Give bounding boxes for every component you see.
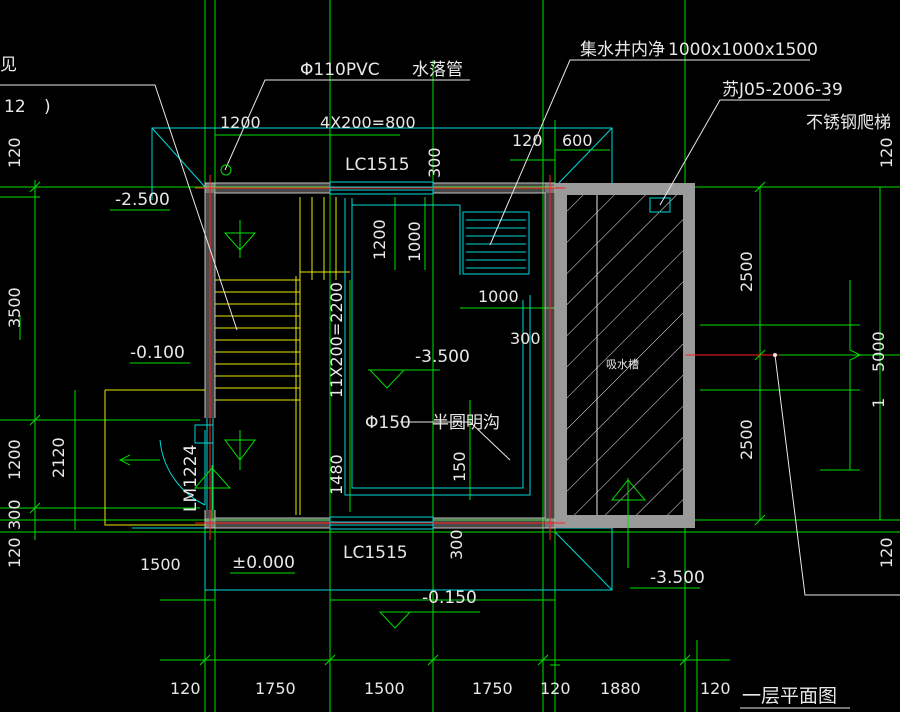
dim-150: 150 (450, 451, 469, 482)
window-top-label: LC1515 (345, 155, 410, 175)
bottom-dim-6: 1880 (600, 679, 641, 698)
trench-name: 半圆明沟 (432, 413, 500, 433)
pipe-name: 水落管 (412, 60, 463, 80)
stair (104, 197, 350, 526)
dim-600-top: 600 (562, 131, 593, 150)
pool-label: 吸水槽 (606, 358, 639, 371)
stair-arrows (193, 220, 862, 629)
bottom-dim-2: 1750 (255, 679, 296, 698)
leader-lines (0, 59, 900, 596)
right-dim-120-top: 120 (877, 137, 896, 168)
elev-6: -3.500 (650, 568, 705, 588)
left-dim-1200: 1200 (5, 439, 24, 480)
well-size: 1000x1000x1500 (668, 40, 818, 60)
bottom-dim-1: 120 (170, 679, 201, 698)
dim-300-top: 300 (425, 147, 444, 178)
dim-1480: 1480 (327, 454, 346, 495)
elev-2: -0.100 (130, 343, 185, 363)
drawing-title: 一层平面图 (742, 685, 837, 707)
dim-300-in: 300 (510, 329, 541, 348)
dim-1000-in: 1000 (405, 221, 424, 262)
right-dim-2500-b: 2500 (737, 419, 756, 460)
dim-300-bot: 300 (447, 529, 466, 560)
trench-and-well (344, 197, 671, 496)
dim-120-top: 120 (512, 131, 543, 150)
left-dim-3500: 3500 (5, 287, 24, 328)
elev-3: -3.500 (415, 347, 470, 367)
left-note-3: ) (44, 97, 51, 117)
trench-size: Φ150 (365, 413, 411, 433)
walls (204, 181, 695, 530)
elev-1: -2.500 (115, 190, 170, 210)
window-bottom-label: LC1515 (343, 543, 408, 563)
pipe-note: Φ110PVC (300, 60, 380, 80)
dim-1000-h: 1000 (478, 287, 519, 306)
right-axis-label: 1 (869, 398, 888, 408)
left-dim-300: 300 (5, 499, 24, 530)
axis-lines (195, 175, 780, 540)
dim-1500-bot: 1500 (140, 555, 181, 574)
right-dim-2500-a: 2500 (737, 251, 756, 292)
left-dim-2120: 2120 (49, 437, 68, 478)
bottom-dim-5: 120 (540, 679, 571, 698)
bottom-dim-4: 1750 (472, 679, 513, 698)
elev-5: -0.150 (422, 588, 477, 608)
stair-count: 11X200=2200 (327, 282, 346, 398)
door-swing (118, 424, 214, 506)
door-label: LM1224 (181, 445, 201, 512)
bottom-dim-7: 120 (700, 679, 731, 698)
left-dim-120-bot: 120 (5, 537, 24, 568)
left-dim-120-top: 120 (5, 137, 24, 168)
bottom-dim-3: 1500 (364, 679, 405, 698)
elevation-marks (110, 209, 700, 589)
right-dim-5000: 5000 (869, 331, 888, 372)
ladder-ref: 苏J05-2006-39 (722, 80, 843, 100)
dim-1200-top: 1200 (220, 113, 261, 132)
right-dim-120-bot: 120 (877, 537, 896, 568)
well-note: 集水井内净 (580, 40, 665, 60)
stair-top-treads: 4X200=800 (320, 113, 416, 132)
left-note-2: 12 (4, 97, 26, 117)
ladder-name: 不锈钢爬梯 (806, 113, 891, 133)
dim-1200-in: 1200 (370, 219, 389, 260)
elev-4: ±0.000 (232, 553, 295, 573)
left-note-1: 见 (0, 55, 17, 75)
